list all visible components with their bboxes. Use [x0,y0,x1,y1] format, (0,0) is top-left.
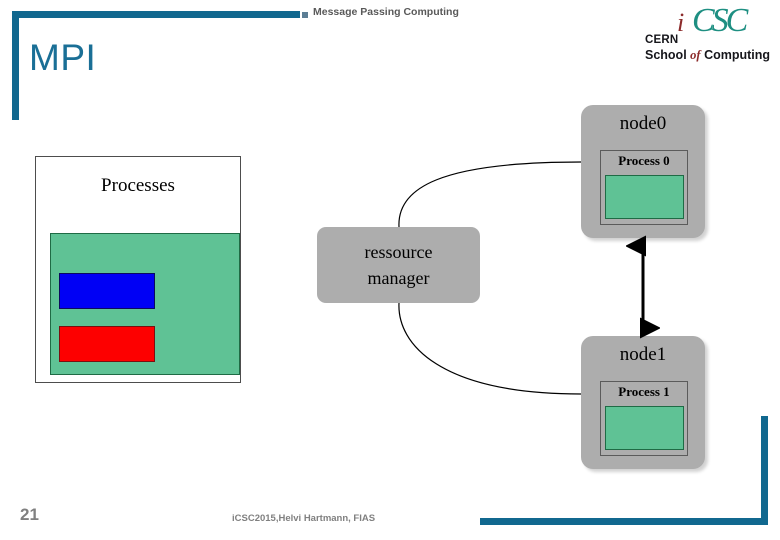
logo-letters-csc: CSC [692,2,748,39]
node0-process-frame: Process 0 [600,150,688,225]
resource-manager-line2: manager [367,268,430,288]
logo-school-of-computing-text: School of Computing [645,48,770,63]
page-title: MPI [29,37,97,78]
node-link-double-arrow-icon [626,235,660,339]
node0-box: node0 Process 0 [581,105,705,238]
logo-school-word: School [645,48,687,62]
node0-title: node0 [619,113,667,134]
node1-process-label: Process 1 [618,384,670,399]
process-block-red [59,326,155,362]
node0-process-label: Process 0 [618,153,670,168]
node1-process-frame: Process 1 [600,381,688,456]
header-bullet-icon [302,12,308,18]
logo-cern-text: CERN [645,34,679,46]
connector-manager-to-node0 [398,161,582,228]
top-bracket-horizontal [12,11,300,18]
processes-memory-block [50,233,240,375]
connector-manager-to-node1 [398,302,582,395]
node1-box: node1 Process 1 [581,336,705,469]
processes-label: Processes [101,175,175,196]
icsc-logo-mark-icon: i CSC [677,4,775,42]
processes-panel: Processes [35,156,241,383]
logo-of-word: of [690,48,701,62]
resource-manager-line1: ressource [364,241,433,262]
bottom-bracket-horizontal [480,518,768,525]
logo-letter-i: i [677,8,685,37]
resource-manager-box: ressource manager [317,227,480,303]
logo-computing-word: Computing [704,48,771,62]
node0-memory-block [605,175,684,219]
top-bracket-vertical [12,11,19,120]
process-block-blue [59,273,155,309]
bottom-bracket-vertical [761,416,768,525]
node1-memory-block [605,406,684,450]
icsc-logo: i CSC CERN School of Computing [645,4,775,66]
footer-credit: iCSC2015,Helvi Hartmann, FIAS [232,513,376,524]
node1-title: node1 [619,344,667,365]
header-subtitle: Message Passing Computing [313,6,459,18]
slide-number: 21 [20,505,39,524]
